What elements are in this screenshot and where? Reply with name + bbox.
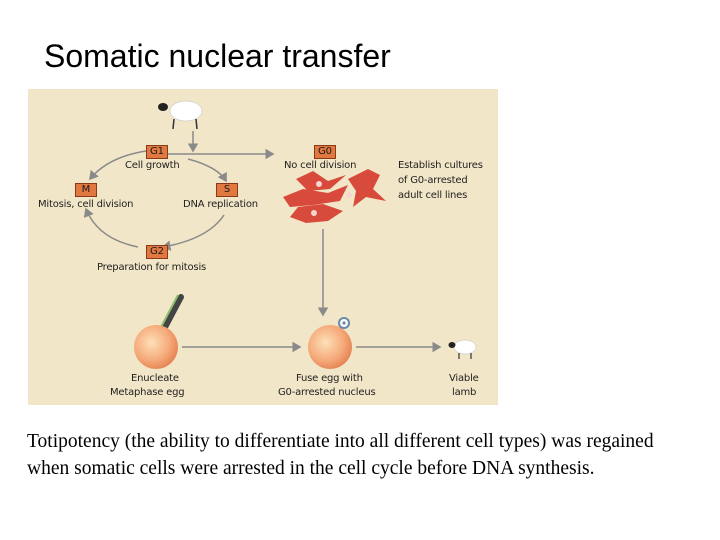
establish-cultures-label-3: adult cell lines [398,190,468,201]
fuse-label-1: Fuse egg with [296,373,363,384]
mitosis-label: Mitosis, cell division [38,199,134,210]
viable-lamb-label-1: Viable [449,373,479,384]
phase-g0-box: G0 [314,145,336,159]
viable-lamb-icon [448,339,477,359]
fuse-label-2: G0-arrested nucleus [278,387,376,398]
adult-sheep-icon [158,100,203,130]
enucleate-label-1: Enucleate [131,373,179,384]
donor-nucleus-icon [338,317,350,329]
phase-s-box: S [216,183,238,197]
enucleate-label-2: Metaphase egg [110,387,185,398]
cell-cycle-arrows [83,148,275,251]
no-cell-division-label: No cell division [284,160,357,171]
establish-cultures-label-1: Establish cultures [398,160,483,171]
diagram-graphics [83,100,477,369]
preparation-label: Preparation for mitosis [97,262,207,273]
somatic-nuclear-transfer-diagram: G1 G0 M S G2 Cell growth No cell divisio… [28,89,498,405]
g0-adult-cells-icon [283,169,386,223]
phase-g1-box: G1 [146,145,168,159]
slide-title: Somatic nuclear transfer [44,38,391,74]
phase-m-box: M [75,183,97,197]
phase-g2-box: G2 [146,245,168,259]
slide-caption: Totipotency (the ability to differentiat… [27,431,654,479]
viable-lamb-label-2: lamb [452,387,477,398]
cell-growth-label: Cell growth [125,160,180,171]
enucleation-needle-icon [159,294,184,334]
fused-egg-icon [308,325,352,369]
metaphase-egg-icon [134,325,178,369]
establish-cultures-label-2: of G0-arrested [398,175,468,186]
dna-replication-label: DNA replication [183,199,258,210]
